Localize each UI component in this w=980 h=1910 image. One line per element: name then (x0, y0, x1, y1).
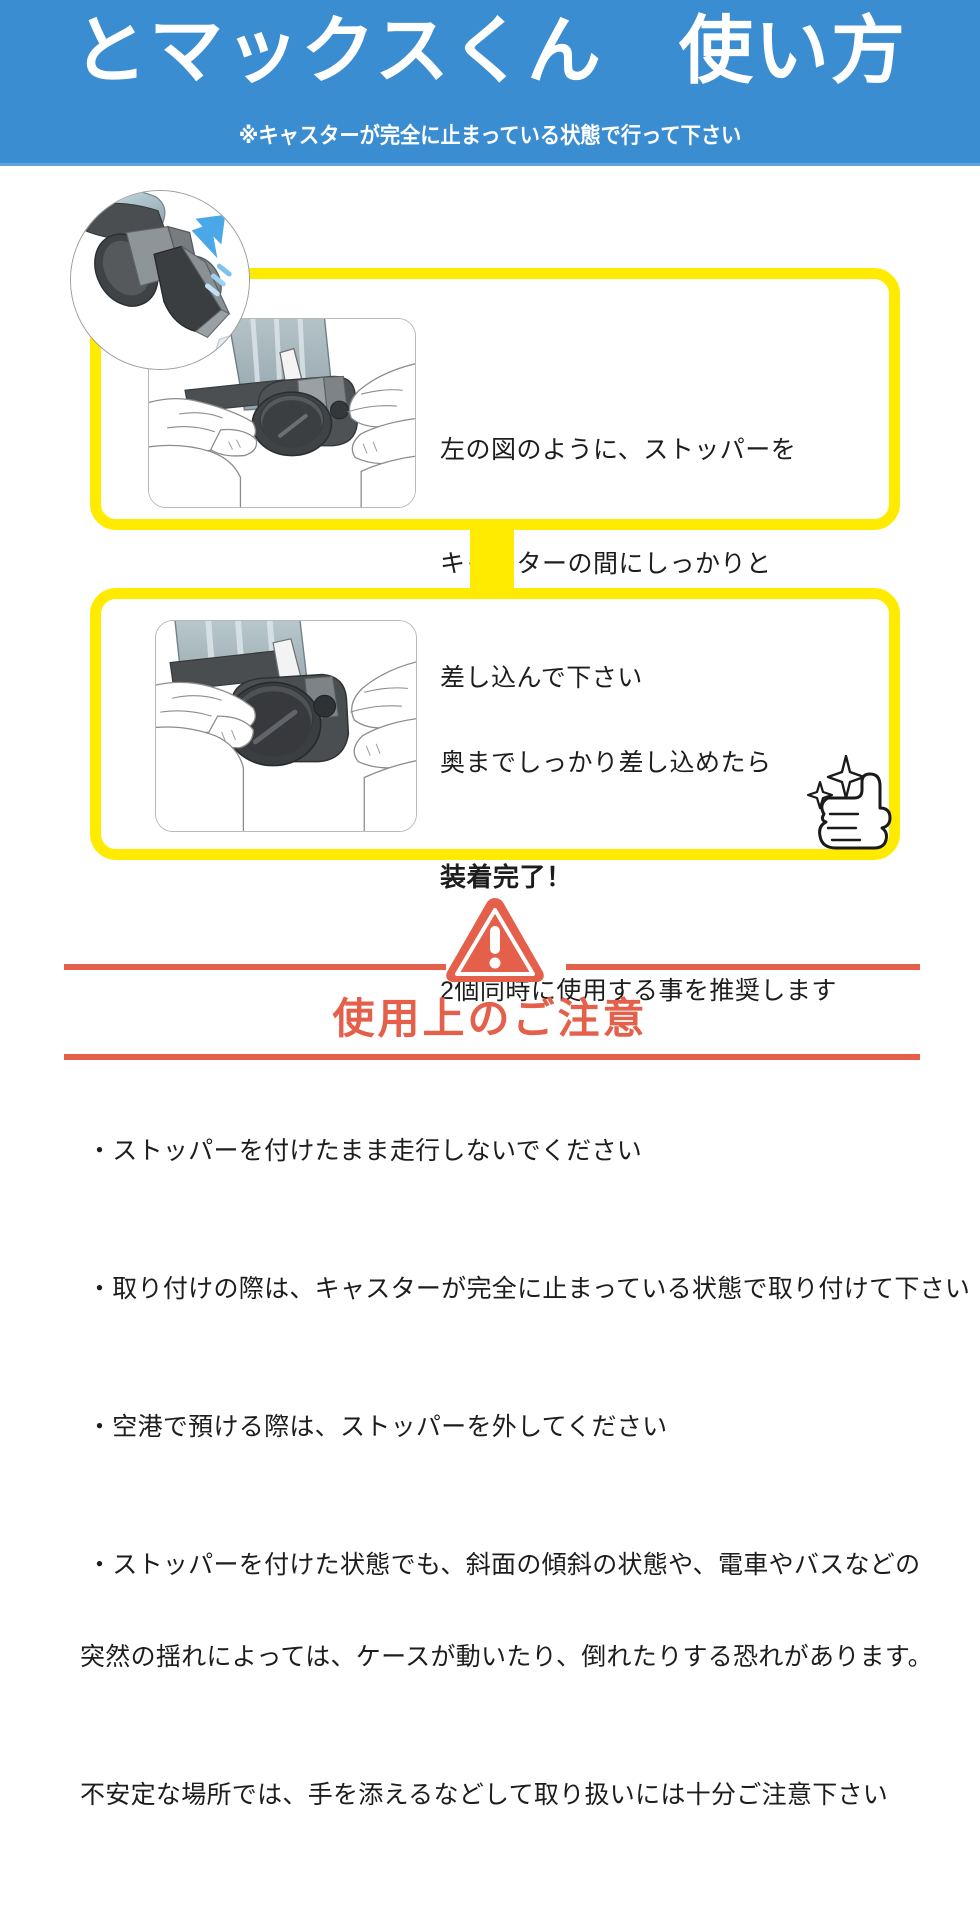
step-1-text: 左の図のように、ストッパーを キャスターの間にしっかりと 差し込んで下さい (440, 355, 796, 735)
caution-rule-left (64, 964, 446, 970)
step-2-line-2: 装着完了！ (440, 862, 573, 892)
step-2-line-1: 奥までしっかり差し込めたら (440, 749, 772, 777)
page-header: とマックスくん 使い方 ※キャスターが完全に止まっている状態で行って下さい (0, 0, 980, 166)
caution-item: ・取り付けの際は、キャスターが完全に止まっている状態で取り付けて下さい (58, 1220, 970, 1358)
caution-item: ・空港で預ける際は、ストッパーを外してください (58, 1358, 958, 1496)
caution-list: ・ストッパーを付けたまま走行しないでください ・取り付けの際は、キャスターが完全… (58, 1082, 970, 1910)
caution-item-2-line-1: ・取り付けの際は、キャスターが完全に止まっている状態で取り付けて下さい (86, 1275, 971, 1303)
warning-triangle-icon (443, 896, 547, 984)
step-2-illustration (155, 620, 417, 832)
step-1-line-3: 差し込んで下さい (440, 664, 643, 692)
step-2-box (90, 588, 900, 860)
page-title: とマックスくん 使い方 (73, 9, 907, 92)
step-1-illustration (148, 318, 416, 508)
caution-item-3-line-1: ・空港で預ける際は、ストッパーを外してください (86, 1413, 668, 1441)
caution-item: ・ストッパーを付けたまま走行しないでください (58, 1082, 958, 1220)
caution-rule-right (566, 964, 920, 970)
header-bottom-rule (0, 163, 980, 166)
caution-rule-bottom (64, 1054, 920, 1060)
caution-item-1-line-1: ・ストッパーを付けたまま走行しないでください (86, 1137, 643, 1165)
caution-item: ・ストッパーを付けた状態でも、斜面の傾斜の状態や、電車やバスなどの 突然の揺れに… (58, 1496, 958, 1910)
caution-item-4-line-3: 不安定な場所では、手を添えるなどして取り扱いには十分ご注意下さい (80, 1781, 889, 1809)
caution-title: 使用上のご注意 (332, 995, 648, 1042)
step-2-text: 奥までしっかり差し込めたら 装着完了！ 2個同時に使用する事を推奨します (440, 668, 837, 1048)
step-1-line-1: 左の図のように、ストッパーを (440, 436, 797, 464)
step-1-closeup-inset (70, 190, 250, 370)
thumbs-up-icon (800, 748, 910, 863)
header-subtitle: ※キャスターが完全に止まっている状態で行って下さい (238, 123, 742, 148)
caution-item-4-line-1: ・ストッパーを付けた状態でも、斜面の傾斜の状態や、電車やバスなどの (86, 1551, 921, 1579)
caution-item-4-line-2: 突然の揺れによっては、ケースが動いたり、倒れたりする恐れがあります。 (80, 1643, 933, 1671)
step-connector (470, 519, 514, 599)
